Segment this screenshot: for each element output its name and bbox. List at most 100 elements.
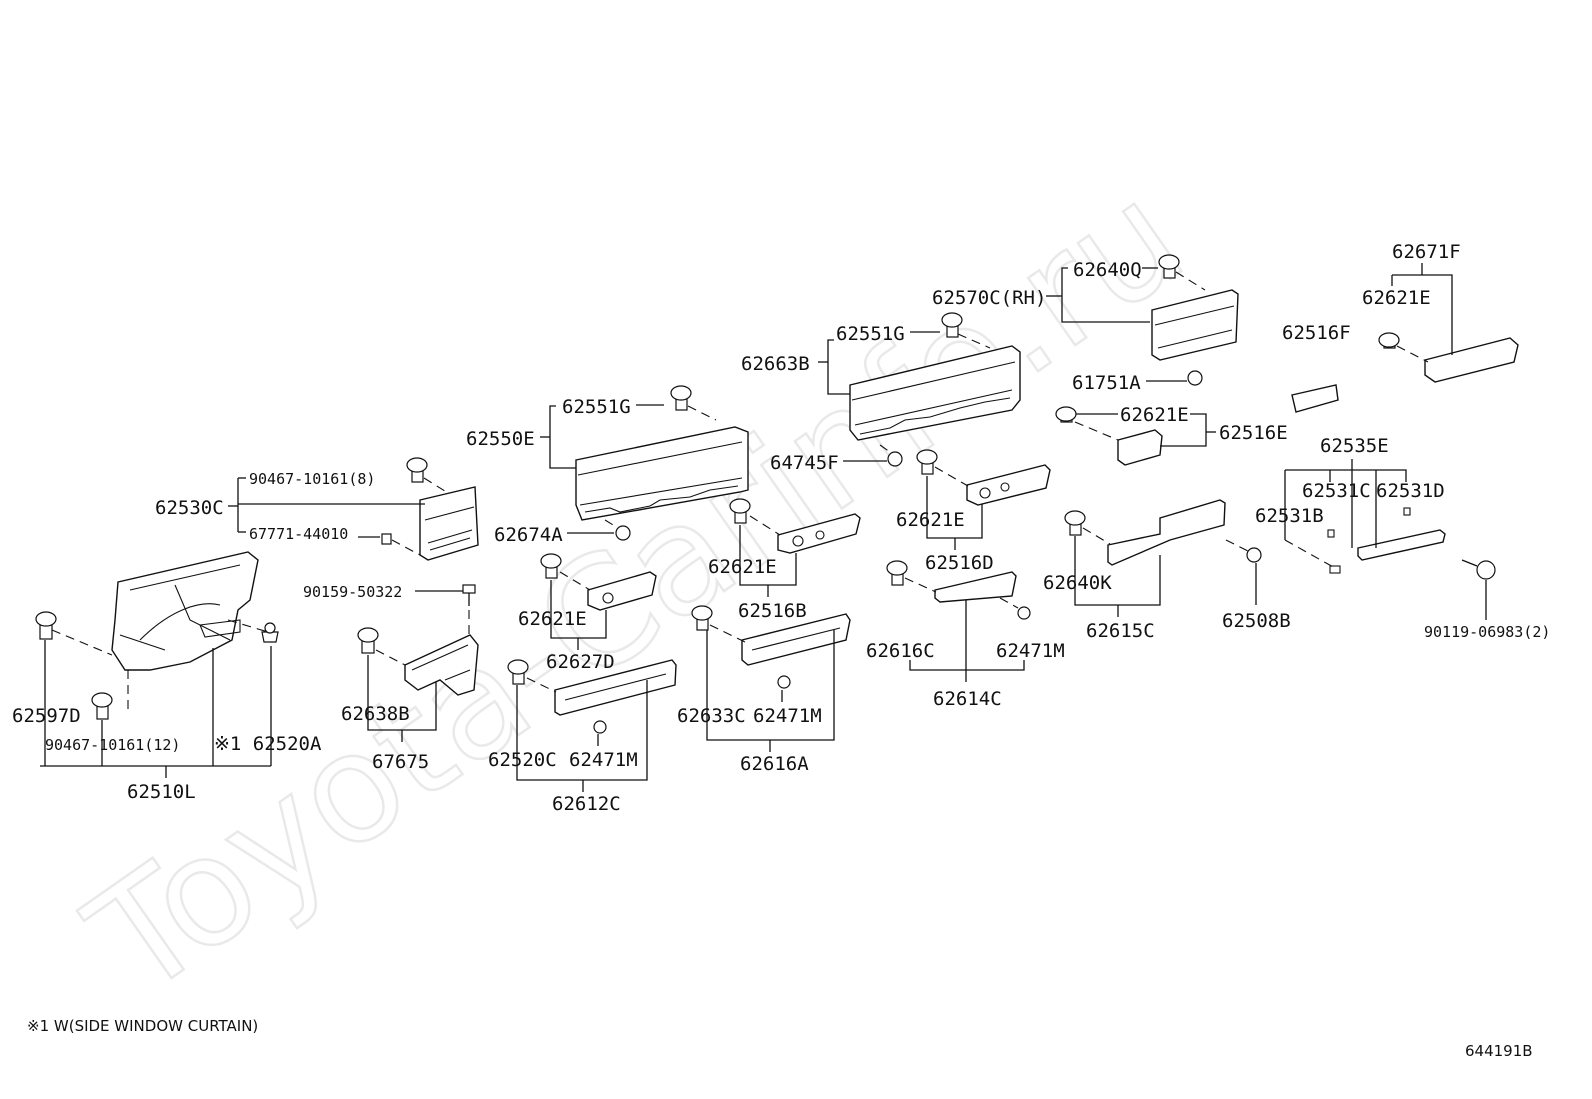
clip-62621E-c[interactable] [916, 449, 938, 475]
clip-62621E-a[interactable] [540, 553, 562, 579]
label-62550E[interactable]: 62550E [466, 428, 535, 450]
label-62621E-b[interactable]: 62621E [708, 556, 777, 578]
label-62621E-a[interactable]: 62621E [518, 608, 587, 630]
label-90119-06983[interactable]: 90119-06983(2) [1424, 623, 1550, 641]
long-panel-62615C[interactable] [1107, 499, 1226, 566]
bracket-62638B[interactable] [404, 634, 479, 696]
grommet-62471M-a[interactable] [593, 720, 607, 734]
trim-cover-62530C[interactable] [419, 486, 479, 561]
grommet-62471M-c[interactable] [1017, 606, 1031, 620]
piece-62671F[interactable] [1424, 337, 1519, 383]
label-62531D[interactable]: 62531D [1376, 480, 1445, 502]
label-62638B[interactable]: 62638B [341, 703, 410, 725]
clip-62621E-b[interactable] [729, 498, 751, 524]
label-62516E[interactable]: 62516E [1219, 422, 1288, 444]
label-62616A[interactable]: 62616A [740, 753, 809, 775]
group-62616A: 62633C 62471M 62616A [677, 605, 851, 775]
group-62570C-RH: 62570C(RH) 62640Q 61751A [932, 254, 1239, 394]
grommet-61751A[interactable] [1187, 370, 1203, 386]
label-62633C[interactable]: 62633C [677, 705, 746, 727]
label-90159-50322[interactable]: 90159-50322 [303, 583, 402, 601]
clip-90467-12[interactable] [91, 692, 113, 720]
label-62516D[interactable]: 62516D [925, 552, 994, 574]
label-67771-44010[interactable]: 67771-44010 [249, 525, 348, 543]
grommet-64745F[interactable] [887, 451, 903, 467]
label-62615C[interactable]: 62615C [1086, 620, 1155, 642]
label-62621E-c[interactable]: 62621E [896, 509, 965, 531]
label-62671F[interactable]: 62671F [1392, 241, 1461, 263]
label-62640K[interactable]: 62640K [1043, 572, 1112, 594]
group-62671F: 62671F 62621E [1362, 241, 1519, 383]
label-62674A[interactable]: 62674A [494, 524, 563, 546]
clip-62633C[interactable] [691, 605, 713, 631]
label-62516F[interactable]: 62516F [1282, 322, 1351, 344]
group-62516F: 62516F [1282, 322, 1351, 413]
label-62531C[interactable]: 62531C [1302, 480, 1371, 502]
label-62621E-d[interactable]: 62621E [1120, 404, 1189, 426]
rear-quarter-trim-panel[interactable] [111, 551, 259, 671]
group-62627D: 62621E 62627D [518, 553, 657, 673]
label-62551G-a[interactable]: 62551G [562, 396, 631, 418]
clip-62621E-e[interactable] [1378, 332, 1400, 349]
group-62530C: 62530C 90467-10161(8) 67771-44010 [155, 457, 479, 561]
label-62516B[interactable]: 62516B [738, 600, 807, 622]
label-90467-10161-8[interactable]: 90467-10161(8) [249, 470, 375, 488]
label-64745F[interactable]: 64745F [770, 452, 839, 474]
clip-62520A[interactable] [261, 622, 279, 643]
label-90467-10161-12[interactable]: 90467-10161(12) [45, 736, 180, 754]
label-62535E[interactable]: 62535E [1320, 435, 1389, 457]
label-61751A[interactable]: 61751A [1072, 372, 1141, 394]
label-62640Q[interactable]: 62640Q [1073, 259, 1142, 281]
label-62612C[interactable]: 62612C [552, 793, 621, 815]
piece-62516B[interactable] [777, 513, 861, 554]
group-62615C: 62640K 62615C 62508B [1043, 499, 1291, 642]
label-62508B[interactable]: 62508B [1222, 610, 1291, 632]
label-62614C[interactable]: 62614C [933, 688, 1002, 710]
clip-62551G-b[interactable] [941, 312, 963, 338]
label-67675[interactable]: 67675 [372, 751, 429, 773]
piece-62627D[interactable] [587, 571, 657, 611]
upper-trim-62640Q[interactable] [1151, 289, 1239, 361]
label-62520A[interactable]: ※1 62520A [214, 733, 322, 755]
clip-62520C[interactable] [507, 659, 529, 685]
group-62535E: 62535E 62531C 62531D 62531B 90119-06983(… [1255, 435, 1550, 641]
label-62627D[interactable]: 62627D [546, 651, 615, 673]
label-62530C[interactable]: 62530C [155, 497, 224, 519]
label-62471M-b[interactable]: 62471M [753, 705, 822, 727]
label-62616C[interactable]: 62616C [866, 640, 935, 662]
screw-90119-06983[interactable] [1461, 559, 1496, 580]
clip-67771[interactable] [381, 533, 392, 545]
grommet-62674A[interactable] [615, 525, 631, 541]
strip-62535E[interactable] [1357, 529, 1446, 561]
clip-62551G-a[interactable] [670, 385, 692, 411]
clip-62597D[interactable] [35, 611, 57, 640]
label-62471M-a[interactable]: 62471M [569, 749, 638, 771]
bolt-90159-50322[interactable] [462, 584, 476, 606]
label-62520C[interactable]: 62520C [488, 749, 557, 771]
label-62621E-e[interactable]: 62621E [1362, 287, 1431, 309]
panel-62614C[interactable] [934, 571, 1017, 603]
label-62551G-b[interactable]: 62551G [836, 323, 905, 345]
piece-62516E[interactable] [1117, 429, 1163, 466]
group-62516B: 62621E 62516B [708, 498, 861, 622]
lower-panel-62550E[interactable] [575, 426, 749, 521]
label-62570C-RH[interactable]: 62570C(RH) [932, 287, 1046, 309]
clip-62640K[interactable] [1064, 510, 1086, 536]
clip-62621E-d[interactable] [1055, 406, 1077, 423]
clip-62638B[interactable] [357, 627, 379, 654]
group-62516E: 62621E 62516E [1055, 404, 1288, 466]
clip-62616C[interactable] [886, 560, 908, 586]
clip-90467-8[interactable] [406, 457, 428, 483]
piece-62516F[interactable] [1291, 384, 1339, 413]
grommet-62471M-b[interactable] [777, 675, 791, 689]
label-62471M-c[interactable]: 62471M [996, 640, 1065, 662]
label-62597D[interactable]: 62597D [12, 705, 81, 727]
label-62531B[interactable]: 62531B [1255, 505, 1324, 527]
group-62614C: 62616C 62471M 62614C [866, 560, 1065, 710]
label-62510L[interactable]: 62510L [127, 781, 196, 803]
grommet-62508B[interactable] [1246, 547, 1262, 563]
label-62663B[interactable]: 62663B [741, 353, 810, 375]
clip-62640Q[interactable] [1158, 254, 1180, 279]
